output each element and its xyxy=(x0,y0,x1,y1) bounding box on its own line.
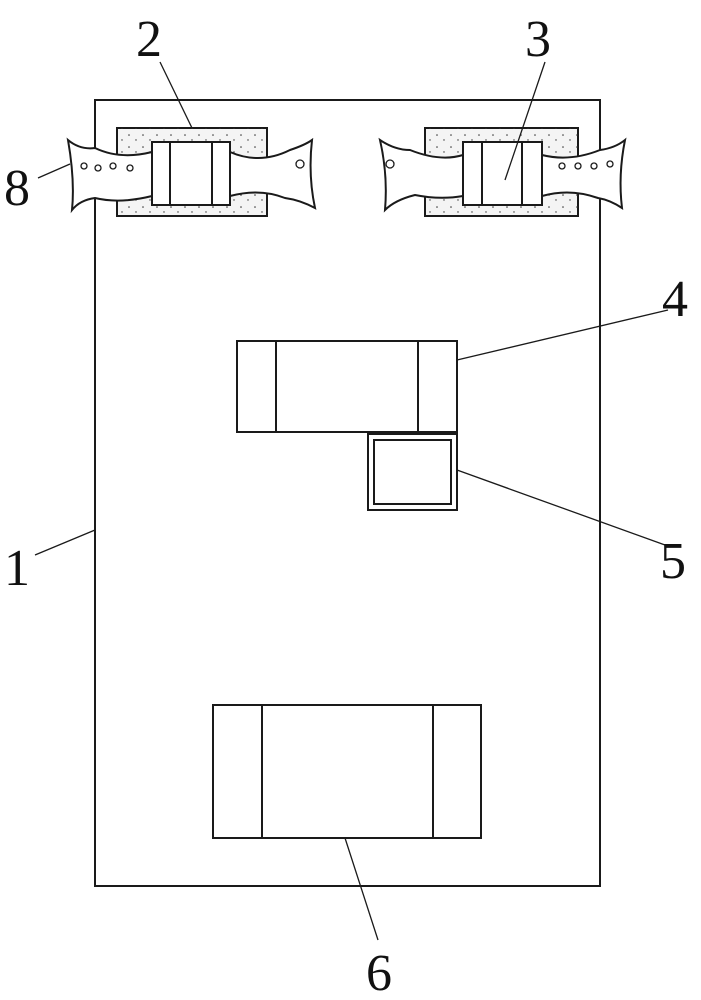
lower-module xyxy=(212,704,482,839)
left-buckle xyxy=(151,141,231,206)
right-strap xyxy=(378,137,464,213)
label-2: 2 xyxy=(136,11,162,68)
right-strap-assembly xyxy=(378,127,627,217)
label-5: 5 xyxy=(660,533,686,590)
upper-module xyxy=(236,340,458,433)
label-8: 8 xyxy=(4,160,30,217)
label-3: 3 xyxy=(525,11,551,68)
leader-lines xyxy=(34,61,669,941)
left-strap xyxy=(66,137,153,214)
right-buckle xyxy=(462,141,543,206)
main-body xyxy=(94,99,601,887)
label-1: 1 xyxy=(4,540,30,597)
label-4: 4 xyxy=(662,271,688,328)
small-module xyxy=(367,433,458,511)
label-6: 6 xyxy=(366,945,392,1000)
left-strap-assembly xyxy=(66,127,317,217)
